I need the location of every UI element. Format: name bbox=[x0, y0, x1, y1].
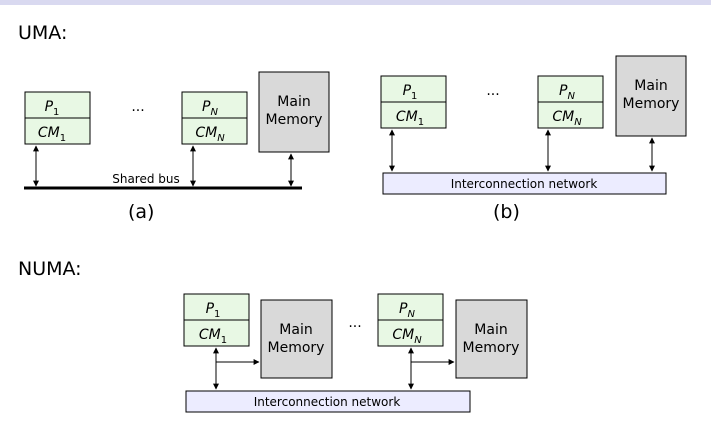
svg-text:PN: PN bbox=[202, 99, 218, 118]
svg-text:CM1: CM1 bbox=[38, 125, 66, 144]
svg-text:PN: PN bbox=[399, 301, 415, 320]
svg-text:Memory: Memory bbox=[463, 340, 520, 356]
shared-bus-label: Shared bus bbox=[112, 172, 180, 186]
uma-b-main-memory: Main Memory bbox=[615, 55, 687, 137]
svg-text:Memory: Memory bbox=[623, 96, 680, 112]
svg-text:P1: P1 bbox=[206, 301, 221, 320]
svg-text:P1: P1 bbox=[403, 83, 418, 102]
svg-text:CM1: CM1 bbox=[396, 109, 424, 128]
svg-text:Main: Main bbox=[277, 94, 310, 110]
uma-b-ellipsis: ... bbox=[486, 83, 499, 99]
numa-ellipsis: ... bbox=[348, 315, 361, 331]
uma-a-processor-n: PN CMN bbox=[181, 91, 248, 145]
svg-text:Interconnection network: Interconnection network bbox=[254, 395, 401, 409]
caption-a: (a) bbox=[128, 201, 155, 223]
uma-b-processor-1: P1 CM1 bbox=[380, 75, 447, 129]
uma-a-main-memory: Main Memory bbox=[258, 71, 330, 153]
caption-b: (b) bbox=[493, 201, 520, 223]
uma-b-processor-n: PN CMN bbox=[537, 75, 604, 129]
numa-processor-1: P1 CM1 bbox=[183, 293, 250, 347]
numa-processor-n: PN CMN bbox=[377, 293, 444, 347]
svg-text:Main: Main bbox=[474, 322, 507, 338]
svg-text:CMN: CMN bbox=[392, 327, 422, 346]
uma-b-interconnection-network: Interconnection network bbox=[382, 172, 667, 195]
svg-text:CMN: CMN bbox=[195, 125, 225, 144]
svg-text:CMN: CMN bbox=[552, 109, 582, 128]
uma-a-processor-1: P1 CM1 bbox=[24, 91, 91, 145]
top-strip bbox=[0, 0, 711, 5]
svg-text:Memory: Memory bbox=[266, 112, 323, 128]
numa-interconnection-network: Interconnection network bbox=[185, 390, 471, 413]
svg-text:PN: PN bbox=[559, 83, 575, 102]
numa-title: NUMA: bbox=[18, 258, 82, 280]
uma-title: UMA: bbox=[18, 22, 68, 44]
svg-text:Main: Main bbox=[634, 78, 667, 94]
numa-main-memory-n: Main Memory bbox=[455, 299, 528, 379]
svg-text:Interconnection network: Interconnection network bbox=[451, 177, 598, 191]
uma-a-ellipsis: ... bbox=[131, 99, 144, 115]
svg-text:P1: P1 bbox=[45, 99, 60, 118]
svg-text:Memory: Memory bbox=[268, 340, 325, 356]
svg-text:CM1: CM1 bbox=[199, 327, 227, 346]
svg-text:Main: Main bbox=[279, 322, 312, 338]
numa-main-memory-1: Main Memory bbox=[260, 299, 333, 379]
